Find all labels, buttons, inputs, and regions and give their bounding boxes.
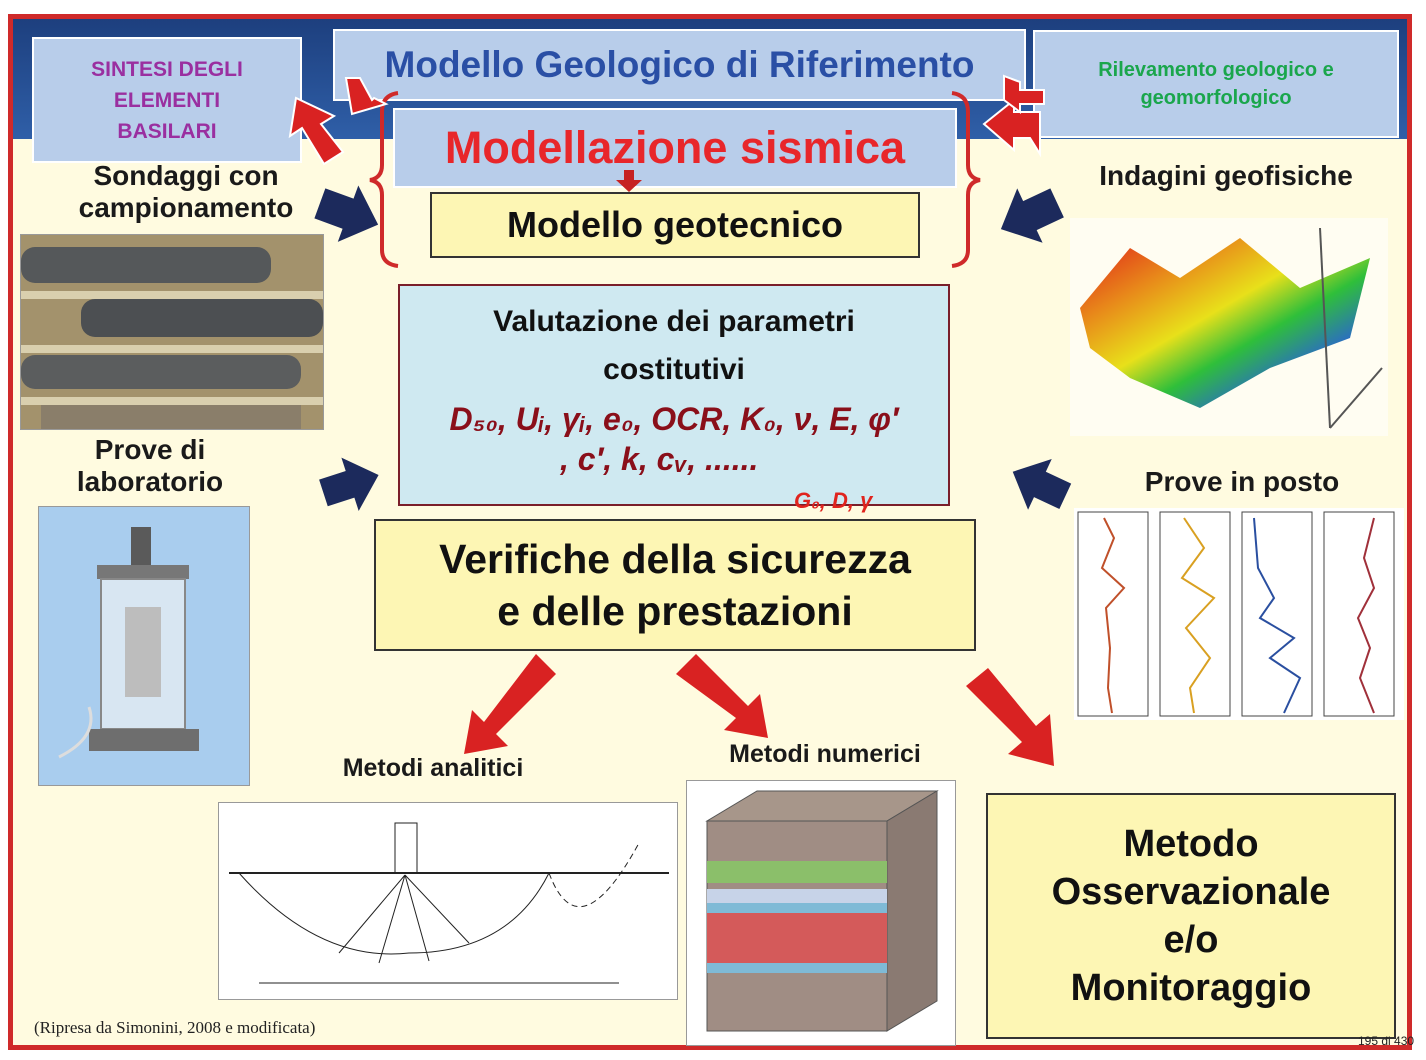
- triaxial-photo: [38, 506, 250, 786]
- credit-text: (Ripresa da Simonini, 2008 e modificata): [34, 1018, 316, 1037]
- sismica-box: Modellazione sismica: [393, 108, 957, 188]
- sondaggi-label: Sondaggi con campionamento: [78, 160, 294, 223]
- rilevamento-box: Rilevamento geologico e geomorfologico: [1033, 30, 1399, 138]
- valutazione-box: Valutazione dei parametri costitutivi D₅…: [398, 284, 950, 506]
- sismica-down-arrow: [616, 170, 642, 192]
- navy-arrow-prove-lab: [319, 457, 379, 511]
- navy-arrow-prove-posto: [1012, 459, 1072, 510]
- sintesi-box: SINTESI DEGLI ELEMENTI BASILARI: [32, 37, 302, 163]
- geotecnico-label: Modello geotecnico: [506, 204, 844, 245]
- red-arrow-osservazionale: [966, 668, 1054, 766]
- indagini-label: Indagini geofisiche: [1099, 160, 1353, 191]
- bracket-left: [369, 91, 399, 268]
- geophysics-plot: [1070, 218, 1388, 436]
- red-arrow-bracket-right: [1003, 74, 1045, 114]
- rilevamento-label: Rilevamento geologico e geomorfologico: [1098, 59, 1334, 109]
- cpt-logs: [1074, 508, 1404, 720]
- osservazionale-box: Metodo Osservazionale e/o Monitoraggio: [986, 793, 1396, 1039]
- osservazionale-label: Metodo Osservazionale e/o Monitoraggio: [1051, 823, 1331, 1009]
- title-box: Modello Geologico di Riferimento: [333, 29, 1026, 101]
- analitici-label: Metodi analitici: [342, 754, 524, 782]
- bearing-capacity-drawing: [229, 822, 669, 984]
- numerici-label: Metodi numerici: [729, 740, 921, 768]
- prove-lab-label: Prove di laboratorio: [76, 434, 224, 497]
- triaxial-apparatus-image: [39, 507, 249, 785]
- geotecnico-box: Modello geotecnico: [430, 192, 920, 258]
- red-arrow-numerici: [676, 654, 768, 738]
- page-title: Modello Geologico di Riferimento: [384, 44, 975, 85]
- core-sample-image: [21, 235, 323, 429]
- sintesi-label: SINTESI DEGLI ELEMENTI BASILARI: [91, 57, 243, 143]
- navy-arrow-sondaggi: [314, 185, 379, 242]
- navy-arrow-indagini: [1000, 188, 1064, 243]
- page-number: 195 di 430: [1358, 1034, 1415, 1048]
- core-sample-photo: [20, 234, 324, 430]
- geophysics-surface-image: [1080, 227, 1383, 429]
- dynamic-params: G₀, D, γ: [794, 488, 873, 513]
- red-arrow-analitici: [464, 654, 556, 754]
- cpt-log-plots: [1077, 511, 1395, 717]
- valutazione-title: Valutazione dei parametri costitutivi: [493, 305, 855, 386]
- numerical-model: [686, 780, 956, 1046]
- params-line2: , c′, k, cᵥ, ......: [560, 441, 759, 477]
- red-arrow-rilevamento: [982, 97, 1041, 158]
- fem-cube-image: [705, 790, 939, 1032]
- verifiche-box: Verifiche della sicurezza e delle presta…: [374, 519, 976, 651]
- sismica-label: Modellazione sismica: [444, 122, 906, 173]
- bracket-right: [951, 91, 981, 268]
- bearing-capacity-diagram: [218, 802, 678, 1000]
- red-arrow-sintesi: [288, 96, 345, 166]
- verifiche-label: Verifiche della sicurezza e delle presta…: [439, 536, 911, 634]
- prove-posto-label: Prove in posto: [1144, 466, 1340, 497]
- params-line1: D₅₀, Uᵢ, γᵢ, e₀, OCR, K₀, ν, E, φ′: [449, 401, 899, 437]
- red-arrow-bracket-left: [344, 77, 389, 116]
